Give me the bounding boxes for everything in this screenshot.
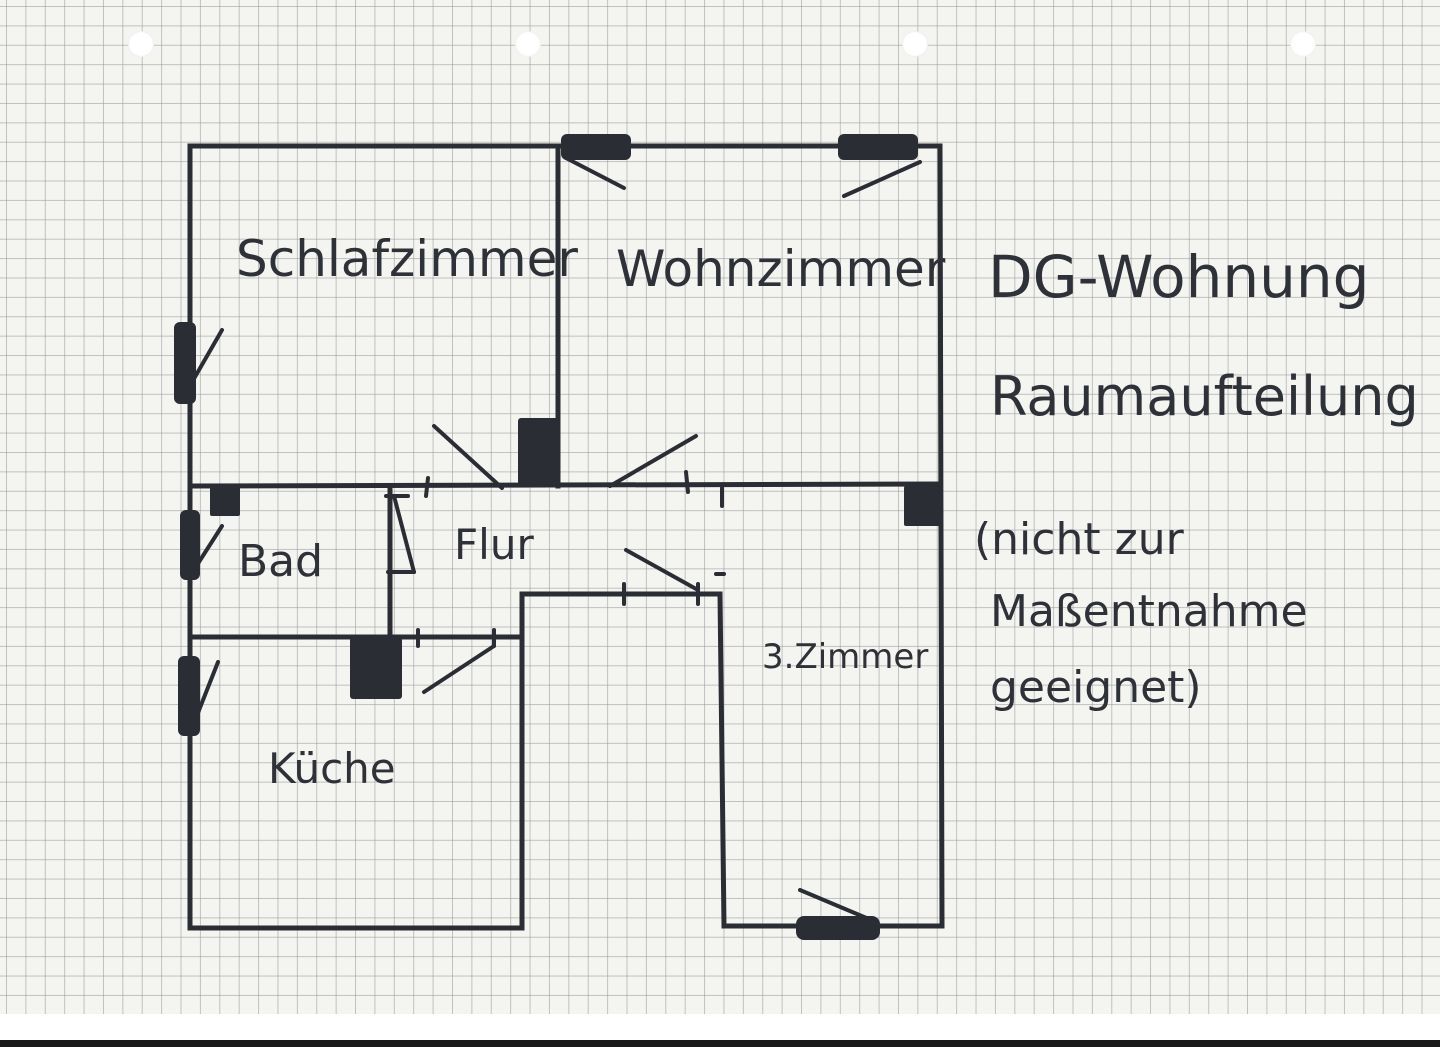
window xyxy=(796,916,880,940)
shaft xyxy=(210,486,240,516)
room-label-wohnzimmer: Wohnzimmer xyxy=(616,240,946,298)
chimney xyxy=(350,637,402,699)
door-jamb xyxy=(684,470,690,494)
room-label-schlafzimmer: Schlafzimmer xyxy=(236,230,578,288)
outer-wall-left xyxy=(187,143,727,931)
window-sash xyxy=(182,328,224,398)
punch-hole xyxy=(128,31,154,57)
disclaimer-note-line: geeignet) xyxy=(990,662,1202,713)
disclaimer-note-line: Maßentnahme xyxy=(990,586,1308,637)
door-swing xyxy=(624,548,700,592)
punch-hole xyxy=(1290,31,1316,57)
chimney xyxy=(518,418,560,486)
wall-hallway-top xyxy=(187,481,943,489)
window xyxy=(178,656,200,736)
shaft xyxy=(904,486,940,526)
window-sash xyxy=(188,524,224,578)
door-swing xyxy=(608,434,698,488)
room-label-kueche: Küche xyxy=(268,744,396,793)
scan-edge-line xyxy=(0,1040,1440,1047)
door-swing xyxy=(432,424,504,490)
disclaimer-note-line: (nicht zur xyxy=(974,514,1184,565)
page-title: DG-Wohnung xyxy=(988,243,1370,311)
window-sash xyxy=(190,660,220,730)
room-label-flur: Flur xyxy=(454,520,534,569)
doors xyxy=(384,424,726,694)
punch-hole xyxy=(902,31,928,57)
door-jamb xyxy=(424,476,430,498)
shafts xyxy=(210,418,940,699)
punch-hole xyxy=(515,31,541,57)
window-sash xyxy=(842,160,922,198)
room-label-3-zimmer: 3.Zimmer xyxy=(762,637,929,677)
door-swing xyxy=(422,644,496,694)
window xyxy=(838,134,918,160)
window xyxy=(561,134,631,160)
window-sashes xyxy=(182,156,922,924)
room-label-bad: Bad xyxy=(238,536,324,587)
door-swing xyxy=(392,494,416,574)
window-sash xyxy=(798,888,878,924)
window-sash xyxy=(564,156,626,190)
window xyxy=(180,510,200,580)
page-subtitle: Raumaufteilung xyxy=(990,365,1419,428)
